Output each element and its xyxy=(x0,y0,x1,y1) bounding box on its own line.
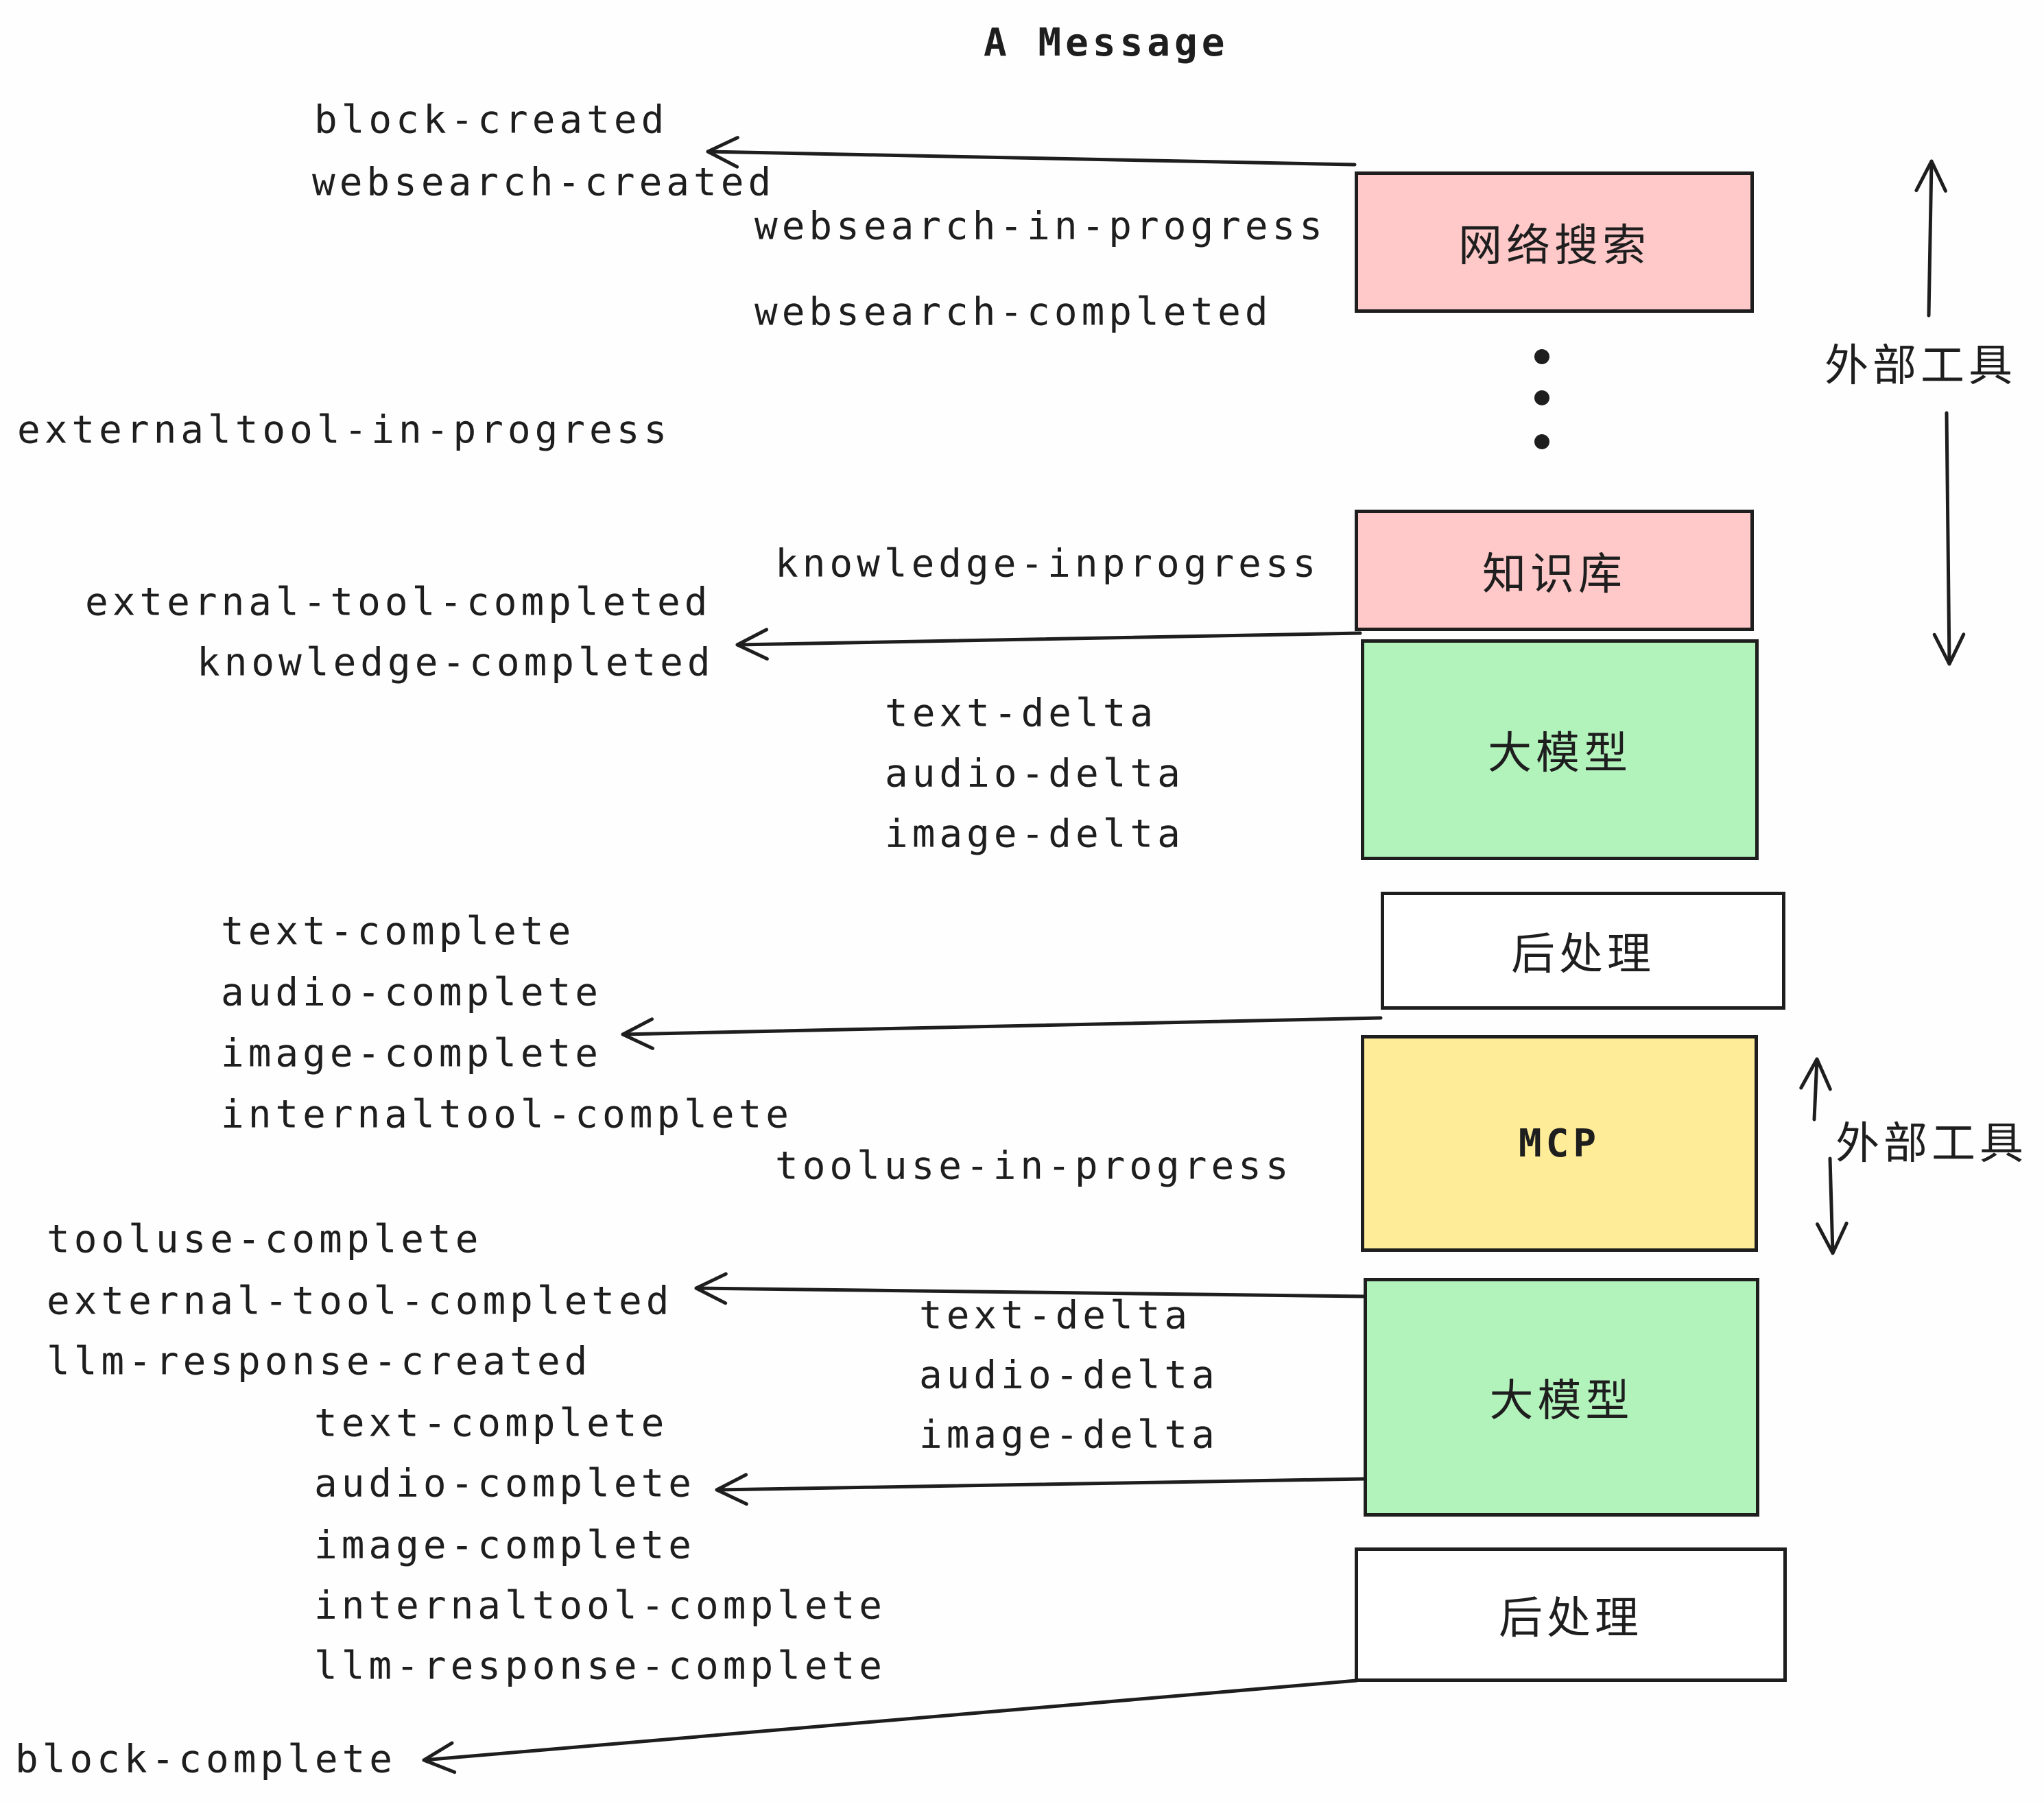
event-label: websearch-in-progress xyxy=(754,204,1327,249)
event-label: external-tool-completed xyxy=(47,1279,674,1324)
flow-box-label: 网络搜索 xyxy=(1458,221,1650,270)
arrow-to-block-complete xyxy=(422,1678,1359,1775)
event-label: internaltool-complete xyxy=(314,1583,887,1628)
arrow-to-image-complete xyxy=(621,1016,1383,1050)
event-label: text-complete xyxy=(221,909,575,954)
arrow-to-knowledge-completed xyxy=(735,628,1362,661)
flow-box-label: 后处理 xyxy=(1511,929,1655,979)
event-label: audio-complete xyxy=(221,970,603,1015)
event-label: externaltool-in-progress xyxy=(17,407,672,453)
flow-box-llm-2: 大模型 xyxy=(1364,1278,1759,1517)
event-label: knowledge-inprogress xyxy=(775,541,1320,586)
flow-box-label: 后处理 xyxy=(1499,1593,1643,1643)
event-label: text-delta xyxy=(885,691,1158,736)
arrow-to-audio-complete xyxy=(715,1473,1367,1506)
flow-box-mcp: MCP xyxy=(1361,1035,1758,1252)
event-label: audio-delta xyxy=(885,751,1185,796)
event-label: text-complete xyxy=(314,1401,669,1446)
flow-box-label: 知识库 xyxy=(1482,549,1626,599)
event-label: image-delta xyxy=(885,811,1185,857)
external-tools-down-arrow-1 xyxy=(1932,411,1966,666)
event-label: websearch-created xyxy=(312,160,776,205)
arrow-to-websearch-created xyxy=(706,136,1357,169)
event-label: websearch-completed xyxy=(754,289,1272,335)
event-label: image-complete xyxy=(221,1031,603,1076)
flow-box-label: MCP xyxy=(1518,1121,1601,1166)
side-label-external-tools-2: 外部工具 xyxy=(1835,1119,2028,1168)
ellipsis-dot xyxy=(1534,390,1549,405)
flow-box-label: 大模型 xyxy=(1489,1376,1634,1425)
flow-box-post-process-2: 后处理 xyxy=(1355,1547,1787,1682)
external-tools-down-arrow-2 xyxy=(1816,1156,1849,1255)
event-label: internaltool-complete xyxy=(221,1092,794,1137)
event-label: audio-complete xyxy=(314,1461,696,1506)
event-label: llm-response-created xyxy=(47,1339,592,1384)
event-label: external-tool-completed xyxy=(85,580,712,625)
event-label: knowledge-completed xyxy=(197,640,715,685)
event-label: block-complete xyxy=(15,1737,397,1782)
event-label: image-delta xyxy=(919,1412,1219,1458)
event-label: text-delta xyxy=(919,1293,1192,1338)
side-label-external-tools-1: 外部工具 xyxy=(1825,341,2017,390)
event-label: tooluse-in-progress xyxy=(775,1143,1293,1189)
flow-box-web-search: 网络搜索 xyxy=(1355,171,1754,313)
event-label: tooluse-complete xyxy=(47,1217,483,1262)
external-tools-up-arrow-2 xyxy=(1799,1057,1832,1121)
flow-box-label: 大模型 xyxy=(1488,728,1632,778)
flow-box-post-process-1: 后处理 xyxy=(1381,892,1785,1010)
ellipsis-dot xyxy=(1534,434,1549,449)
ellipsis-dot xyxy=(1534,349,1549,364)
event-label: audio-delta xyxy=(919,1353,1219,1398)
flow-box-llm-1: 大模型 xyxy=(1361,639,1759,860)
event-label: image-complete xyxy=(314,1523,696,1568)
event-label: block-created xyxy=(314,97,669,143)
external-tools-up-arrow-1 xyxy=(1914,159,1947,318)
event-label: llm-response-complete xyxy=(314,1643,887,1689)
diagram-title: A Message xyxy=(984,21,1229,65)
flow-box-knowledge-base: 知识库 xyxy=(1355,510,1754,631)
